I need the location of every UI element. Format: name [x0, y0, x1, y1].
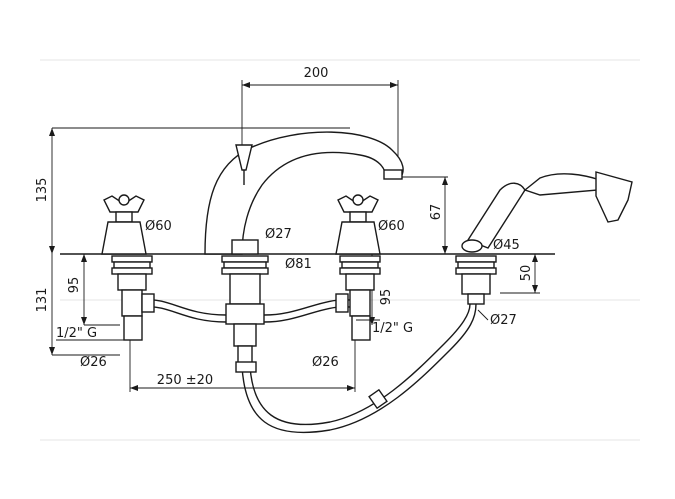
dim-total-height: 135	[35, 127, 350, 254]
label-spout-base-diameter: Ø27	[265, 227, 292, 242]
dim-spout-height: 67	[395, 176, 448, 254]
leader-lines	[56, 309, 489, 341]
dim-spout-reach: 200	[241, 66, 399, 160]
right-valve-body	[339, 255, 381, 341]
dim-label-95-right: 95	[379, 289, 394, 306]
dim-label-135: 135	[35, 178, 50, 203]
label-body-flange-diameter: Ø81	[285, 257, 312, 272]
dim-label-250: 250 ±20	[157, 373, 213, 388]
dim-label-131: 131	[35, 288, 50, 313]
dim-label-50: 50	[519, 265, 534, 282]
dim-label-95-left: 95	[67, 277, 82, 294]
shower-holder-body	[455, 255, 497, 305]
dim-holder-height: 50	[500, 253, 540, 294]
dim-valve-depth-left: 95	[67, 254, 120, 326]
left-valve-body	[111, 255, 153, 341]
centre-body	[221, 255, 269, 367]
label-shank-diameter-right: Ø26	[312, 355, 339, 370]
dim-label-200: 200	[304, 66, 329, 81]
label-holder-diameter: Ø45	[493, 238, 520, 253]
label-connection-left: 1/2" G	[56, 326, 97, 341]
right-handle	[335, 194, 381, 255]
dim-below-deck: 131	[35, 254, 120, 356]
spout	[204, 131, 404, 255]
label-shank-diameter-left: Ø26	[80, 355, 107, 370]
label-handle-diameter-right: Ø60	[378, 219, 405, 234]
dim-label-67: 67	[429, 204, 444, 221]
dim-centres: 250 ±20	[129, 340, 356, 392]
label-shank-diameter-holder: Ø27	[490, 313, 517, 328]
shower-handset	[461, 171, 633, 253]
shower-hose	[235, 303, 477, 434]
connector-hoses	[141, 293, 351, 323]
label-handle-diameter-left: Ø60	[145, 219, 172, 234]
left-handle	[101, 194, 147, 255]
label-connection-right: 1/2" G	[372, 321, 413, 336]
